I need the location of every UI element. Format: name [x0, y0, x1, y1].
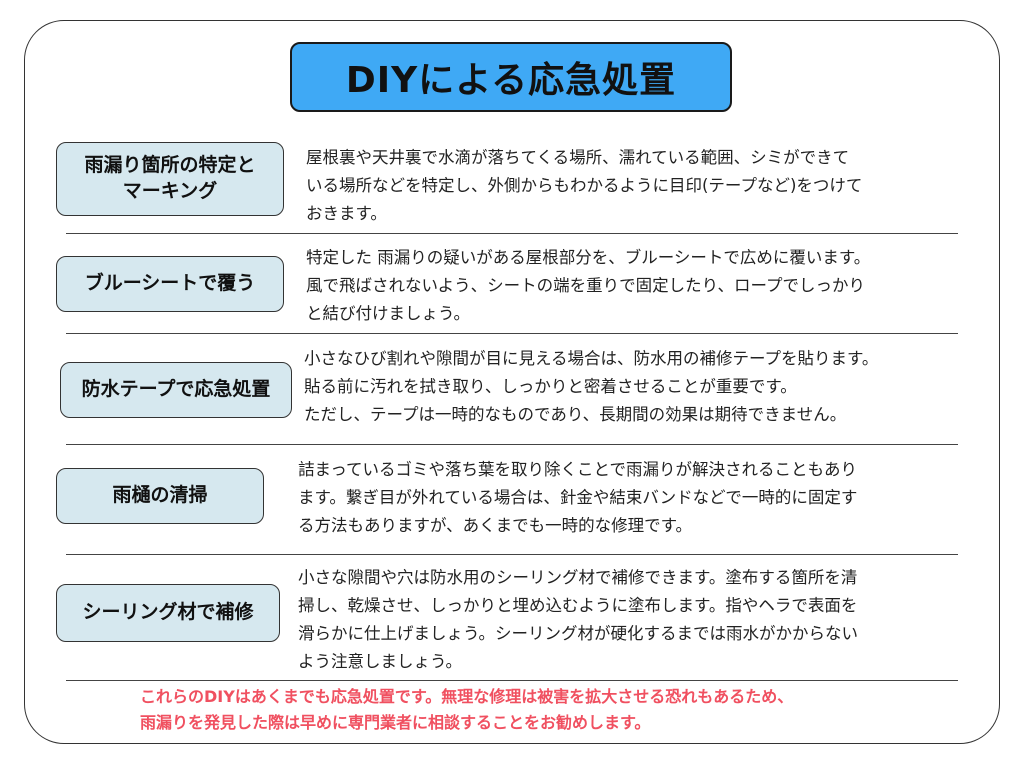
divider — [66, 233, 958, 234]
desc-sealant-repair: 小さな隙間や穴は防水用のシーリング材で補修できます。塗布する箇所を清 掃し、乾燥… — [298, 568, 859, 671]
label-blue-sheet: ブルーシートで覆う — [56, 256, 284, 312]
footer-warning: これらのDIYはあくまでも応急処置です。無理な修理は被害を拡大させる恐れもあるた… — [140, 687, 794, 732]
page-title: DIYによる応急処置 — [290, 42, 732, 112]
label-gutter-cleaning: 雨樋の清掃 — [56, 468, 264, 524]
desc-blue-sheet: 特定した 雨漏りの疑いがある屋根部分を、ブルーシートで広めに覆います。 風で飛ば… — [306, 248, 871, 323]
divider — [66, 680, 958, 681]
label-waterproof-tape: 防水テープで応急処置 — [60, 362, 292, 418]
divider — [66, 554, 958, 555]
divider — [66, 333, 958, 334]
desc-waterproof-tape: 小さなひび割れや隙間が目に見える場合は、防水用の補修テープを貼ります。 貼る前に… — [304, 349, 879, 424]
label-leak-identification: 雨漏り箇所の特定と マーキング — [56, 142, 284, 216]
desc-gutter-cleaning: 詰まっているゴミや落ち葉を取り除くことで雨漏りが解決されることもあり ます。繋ぎ… — [298, 460, 858, 535]
desc-leak-identification: 屋根裏や天井裏で水滴が落ちてくる場所、濡れている範囲、シミができて いる場所など… — [306, 148, 863, 223]
divider — [66, 444, 958, 445]
label-sealant-repair: シーリング材で補修 — [56, 584, 280, 642]
